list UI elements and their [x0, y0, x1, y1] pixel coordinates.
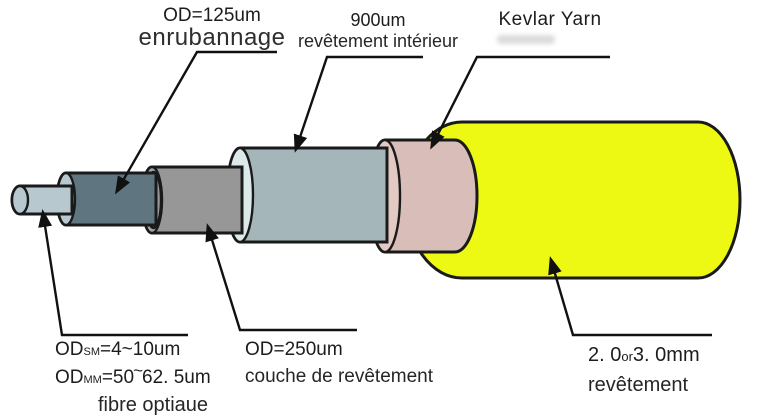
od125-leader-arrow — [115, 50, 277, 195]
jacket-leader-arrow — [548, 256, 712, 337]
buffer900-leader-arrow — [293, 55, 423, 153]
od125-name-text: enrubannage — [138, 24, 286, 51]
label-od125: OD=125um enrubannage — [139, 5, 286, 52]
label-od250: OD=250um couche de revêtement — [245, 336, 433, 390]
buffer900-name-text: revêtement intérieur — [297, 31, 459, 51]
label-optical-fiber: ODSM=4~10um ODMM=50~62. 5um fibre optiau… — [55, 337, 251, 415]
optical-fiber-end-face — [10, 184, 30, 216]
kevlar-leader-arrow — [430, 55, 610, 150]
fiber-mm-diameter-text: ODMM=50~62. 5um — [55, 361, 211, 388]
od250-size-text: OD=250um — [245, 339, 343, 360]
buffer900-size-text: 900um — [350, 10, 406, 30]
od250-leader-arrow — [205, 223, 357, 332]
od250-name-text: couche de revêtement — [245, 366, 434, 387]
fiber-leader-arrow — [38, 209, 188, 337]
fiber-sm-diameter-text: ODSM=4~10um — [55, 339, 181, 360]
fiber-name-text: fibre optiaue — [97, 394, 209, 415]
jacket-size-text: 2. 0or3. 0mm — [588, 344, 700, 366]
kevlar-name-text: Kevlar Yarn — [498, 9, 602, 30]
leader-lines — [38, 50, 712, 337]
jacket-name-text: revêtement — [588, 374, 689, 396]
cable-layers — [10, 120, 742, 280]
label-buffer900: 900um revêtement intérieur — [298, 10, 458, 52]
label-outer-jacket: 2. 0or3. 0mm revêtement — [588, 341, 700, 399]
label-kevlar-yarn: Kevlar Yarn — [498, 9, 601, 31]
erased-text-artifact — [497, 35, 555, 44]
od125-size-text: OD=125um — [163, 5, 261, 26]
